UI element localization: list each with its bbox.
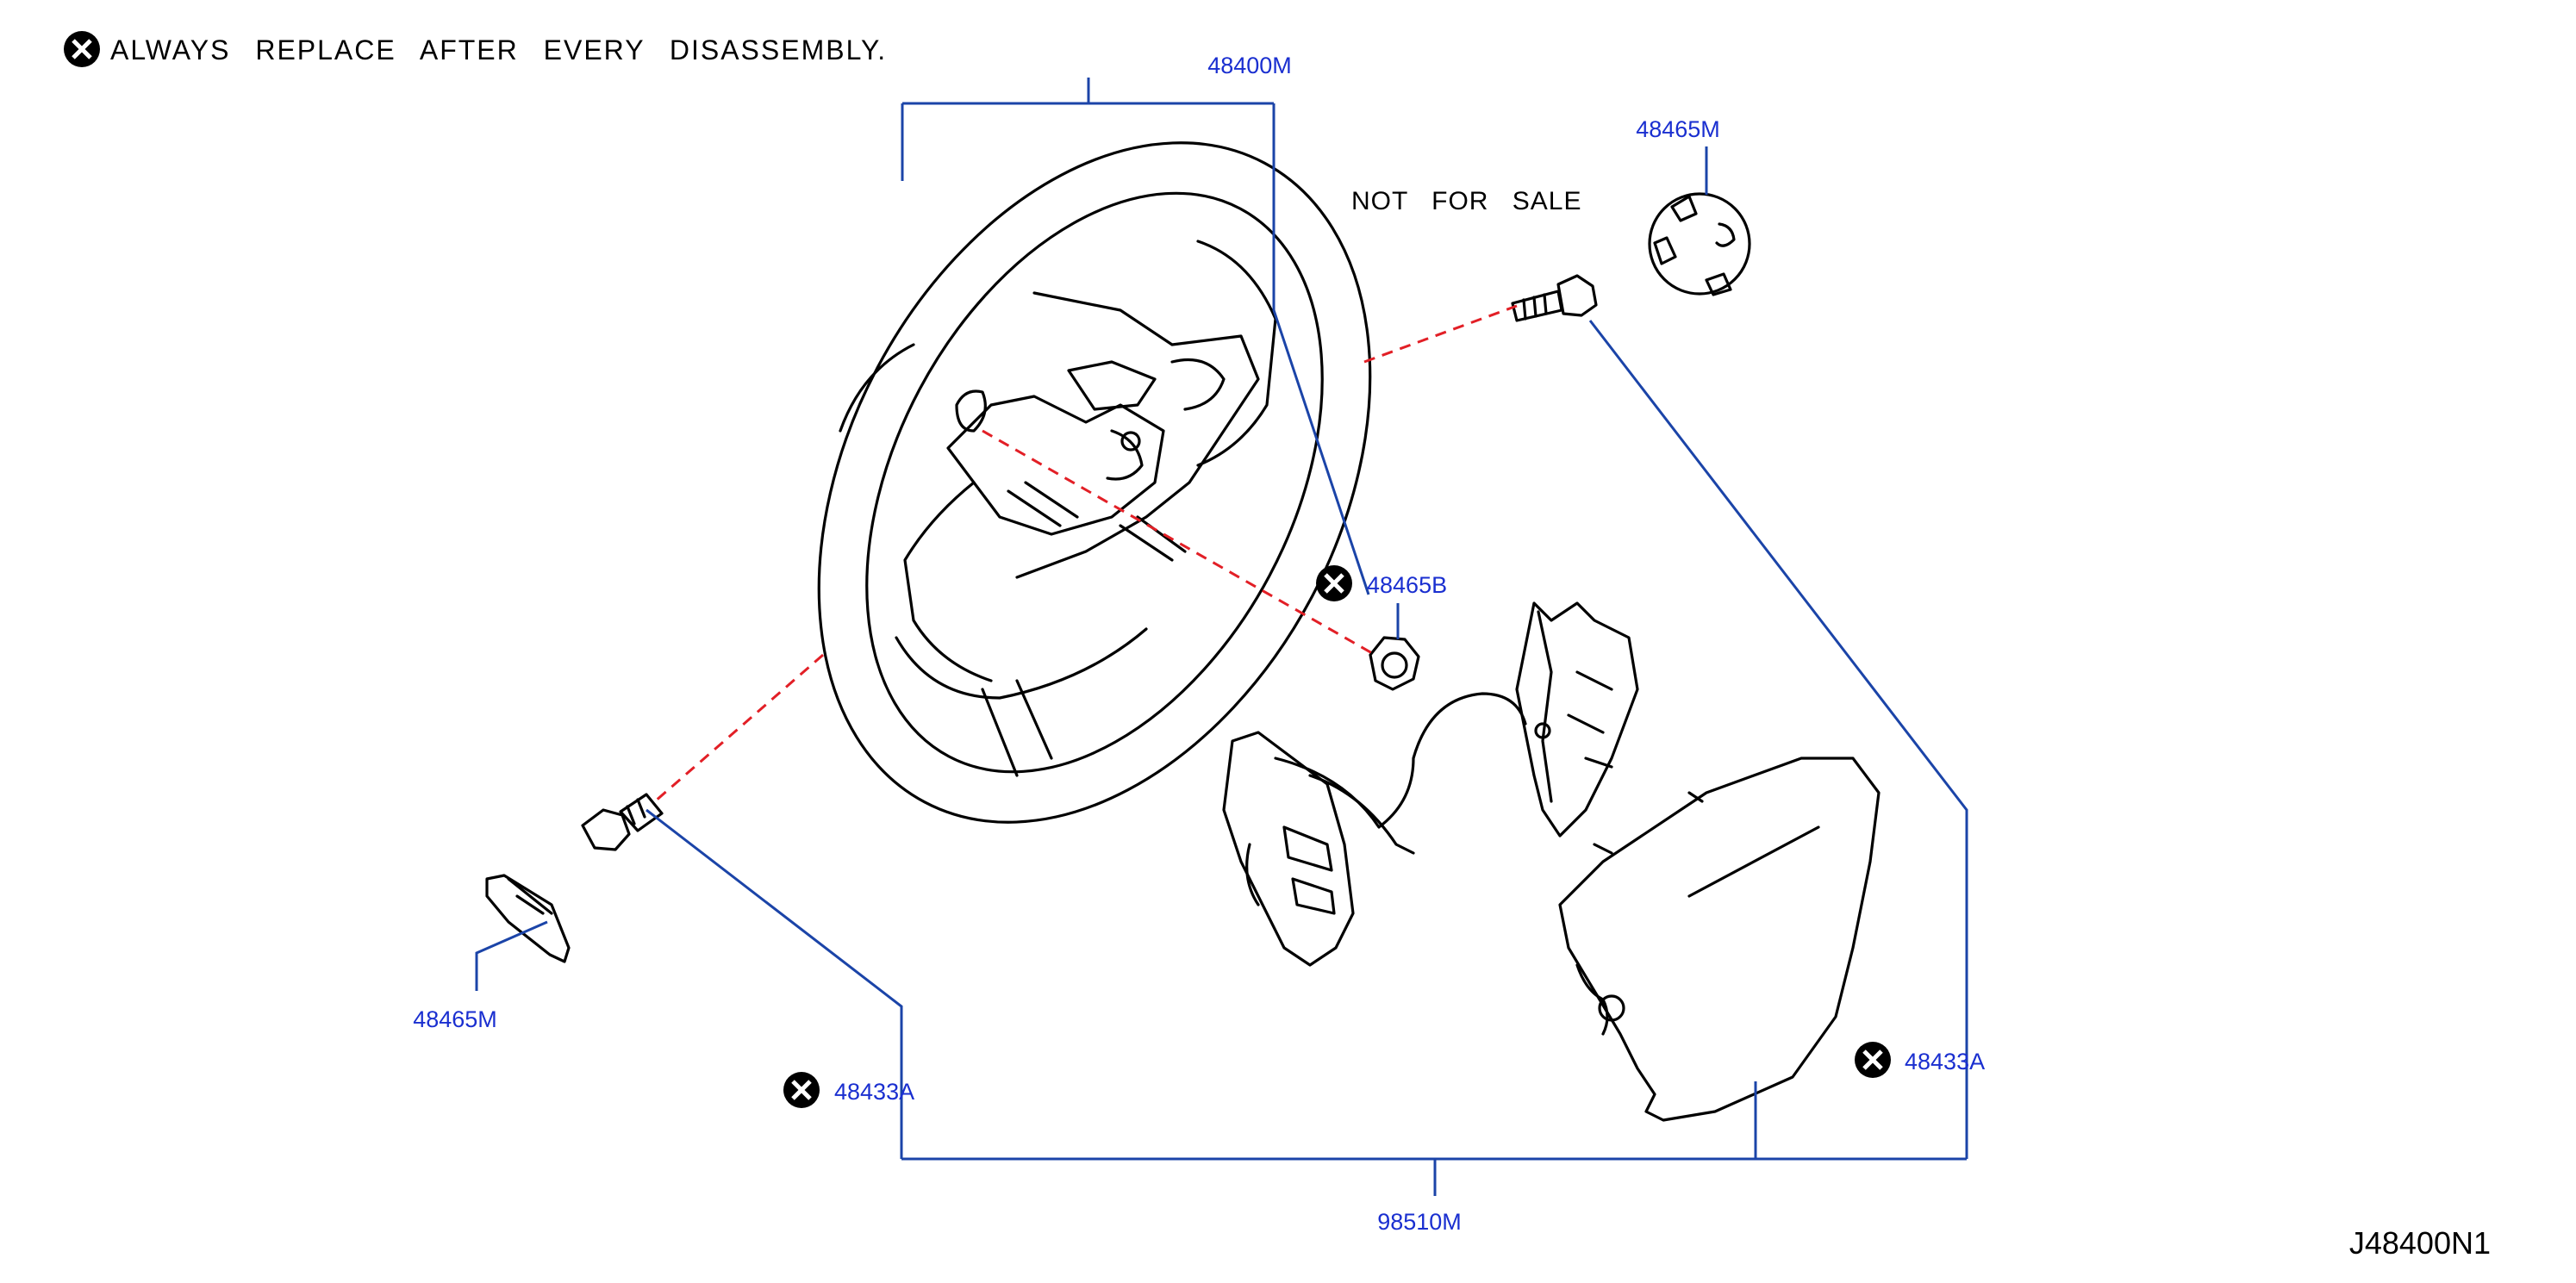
bolt-left [581,793,664,851]
horn-cover-lower [485,874,571,963]
label-nut: 48465B [1367,572,1447,598]
replace-note: ALWAYS REPLACE AFTER EVERY DISASSEMBLY. [64,31,887,67]
label-bolt-right: 48433A [1905,1049,1985,1074]
replace-symbol-icon [1316,565,1352,601]
steering-wheel-drawing [817,141,1372,824]
label-bolt-left: 48433A [834,1079,914,1105]
horn-cover-upper [1648,192,1751,296]
leader-lines [475,78,1968,1196]
switch-assembly [1222,601,1639,967]
alignment-lines [654,304,1518,803]
replace-note-text: ALWAYS REPLACE AFTER EVERY DISASSEMBLY. [110,34,887,65]
replace-symbol-icon [1855,1042,1891,1078]
bolt-right [1511,274,1598,322]
label-cover-upper: 48465M [1636,116,1720,142]
label-airbag-module: 98510M [1377,1209,1462,1235]
label-steering-wheel: 48400M [1207,53,1292,78]
replace-symbol-icon [783,1072,820,1108]
label-cover-lower: 48465M [413,1006,497,1032]
not-for-sale-note: NOT FOR SALE [1351,187,1582,215]
replace-symbol-icon [64,31,100,67]
airbag-module [1558,757,1881,1122]
diagram-code: J48400N1 [2349,1225,2491,1261]
nut [1369,636,1420,691]
